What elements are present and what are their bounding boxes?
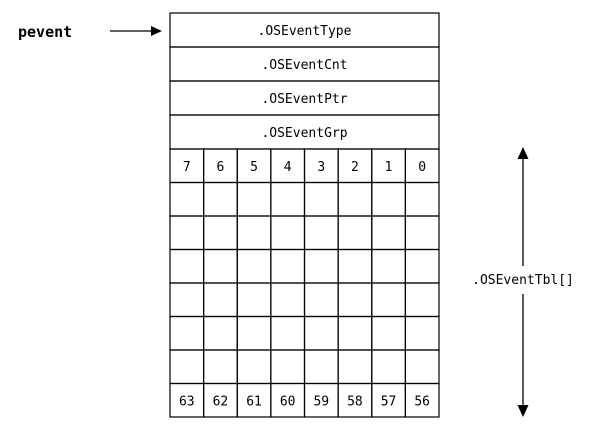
table-cell: 62 (203, 382, 238, 418)
table-cell (270, 181, 306, 217)
pevent-arrow-icon (110, 26, 162, 36)
bit-number: 59 (313, 394, 329, 409)
table-cell (337, 181, 373, 217)
table-cell (203, 282, 238, 318)
field-box-oseventptr: .OSEventPtr (169, 80, 440, 116)
field-label: .OSEventGrp (261, 126, 347, 141)
event-fields: .OSEventType .OSEventCnt .OSEventPtr .OSEve… (169, 12, 440, 150)
table-cell (270, 282, 306, 318)
bit-number: 1 (385, 160, 393, 175)
table-cell: 57 (371, 382, 406, 418)
bit-number: 58 (347, 394, 363, 409)
table-cell (169, 248, 205, 284)
table-cell (303, 315, 339, 351)
event-table-label: .OSEventTbl[] (472, 273, 574, 288)
bit-number: 6 (217, 160, 225, 175)
table-cell (337, 215, 373, 251)
table-cell: 5 (236, 148, 272, 184)
bit-number: 2 (351, 160, 359, 175)
table-cell (371, 315, 406, 351)
table-cell (236, 248, 272, 284)
table-cell: 61 (236, 382, 272, 418)
table-cell: 59 (303, 382, 339, 418)
table-cell (236, 215, 272, 251)
table-cell (270, 248, 306, 284)
table-cell (303, 248, 339, 284)
event-table-grid: 7 6 5 4 3 2 1 0 63 62 61 60 59 58 57 56 (169, 148, 440, 418)
field-box-oseventcnt: .OSEventCnt (169, 46, 440, 82)
table-cell (270, 315, 306, 351)
table-cell (169, 215, 205, 251)
table-cell (337, 282, 373, 318)
table-cell (303, 181, 339, 217)
bit-number: 56 (414, 394, 430, 409)
table-cell: 63 (169, 382, 205, 418)
table-cell (169, 349, 205, 385)
table-cell (203, 248, 238, 284)
field-label: .OSEventType (258, 24, 352, 39)
table-cell (169, 315, 205, 351)
table-cell (169, 181, 205, 217)
event-table-label-background (456, 266, 590, 294)
table-cell (203, 315, 238, 351)
table-cell (404, 315, 440, 351)
table-cell: 2 (337, 148, 373, 184)
table-cell (371, 349, 406, 385)
table-cell (404, 282, 440, 318)
bit-number: 60 (280, 394, 296, 409)
table-cell (337, 349, 373, 385)
table-cell (236, 315, 272, 351)
table-cell (236, 349, 272, 385)
table-cell (404, 215, 440, 251)
table-cell (303, 282, 339, 318)
table-cell (404, 349, 440, 385)
bit-number: 4 (284, 160, 292, 175)
table-cell (169, 282, 205, 318)
table-cell (236, 282, 272, 318)
table-cell (303, 215, 339, 251)
field-box-oseventtype: .OSEventType (169, 12, 440, 48)
table-cell (371, 248, 406, 284)
table-cell: 0 (404, 148, 440, 184)
table-cell: 6 (203, 148, 238, 184)
table-cell (203, 349, 238, 385)
table-cell (371, 215, 406, 251)
table-cell (236, 181, 272, 217)
bit-number: 7 (183, 160, 191, 175)
table-cell (404, 248, 440, 284)
table-cell (303, 349, 339, 385)
bit-number: 61 (246, 394, 262, 409)
bit-number: 3 (317, 160, 325, 175)
bit-number: 0 (418, 160, 426, 175)
table-cell (203, 215, 238, 251)
table-cell: 58 (337, 382, 373, 418)
field-label: .OSEventPtr (261, 92, 347, 107)
table-cell (371, 181, 406, 217)
table-cell (337, 248, 373, 284)
table-cell: 1 (371, 148, 406, 184)
table-cell (337, 315, 373, 351)
table-cell: 3 (303, 148, 339, 184)
table-cell (203, 181, 238, 217)
table-cell (270, 215, 306, 251)
bit-number: 5 (250, 160, 258, 175)
table-cell (270, 349, 306, 385)
table-cell: 56 (404, 382, 440, 418)
pevent-label: pevent (18, 23, 72, 41)
bit-number: 63 (179, 394, 195, 409)
table-cell (404, 181, 440, 217)
table-cell (371, 282, 406, 318)
table-cell: 4 (270, 148, 306, 184)
table-cell: 7 (169, 148, 205, 184)
field-box-oseventgrp: .OSEventGrp (169, 114, 440, 150)
field-label: .OSEventCnt (261, 58, 347, 73)
bit-number: 57 (381, 394, 397, 409)
bit-number: 62 (213, 394, 229, 409)
table-cell: 60 (270, 382, 306, 418)
